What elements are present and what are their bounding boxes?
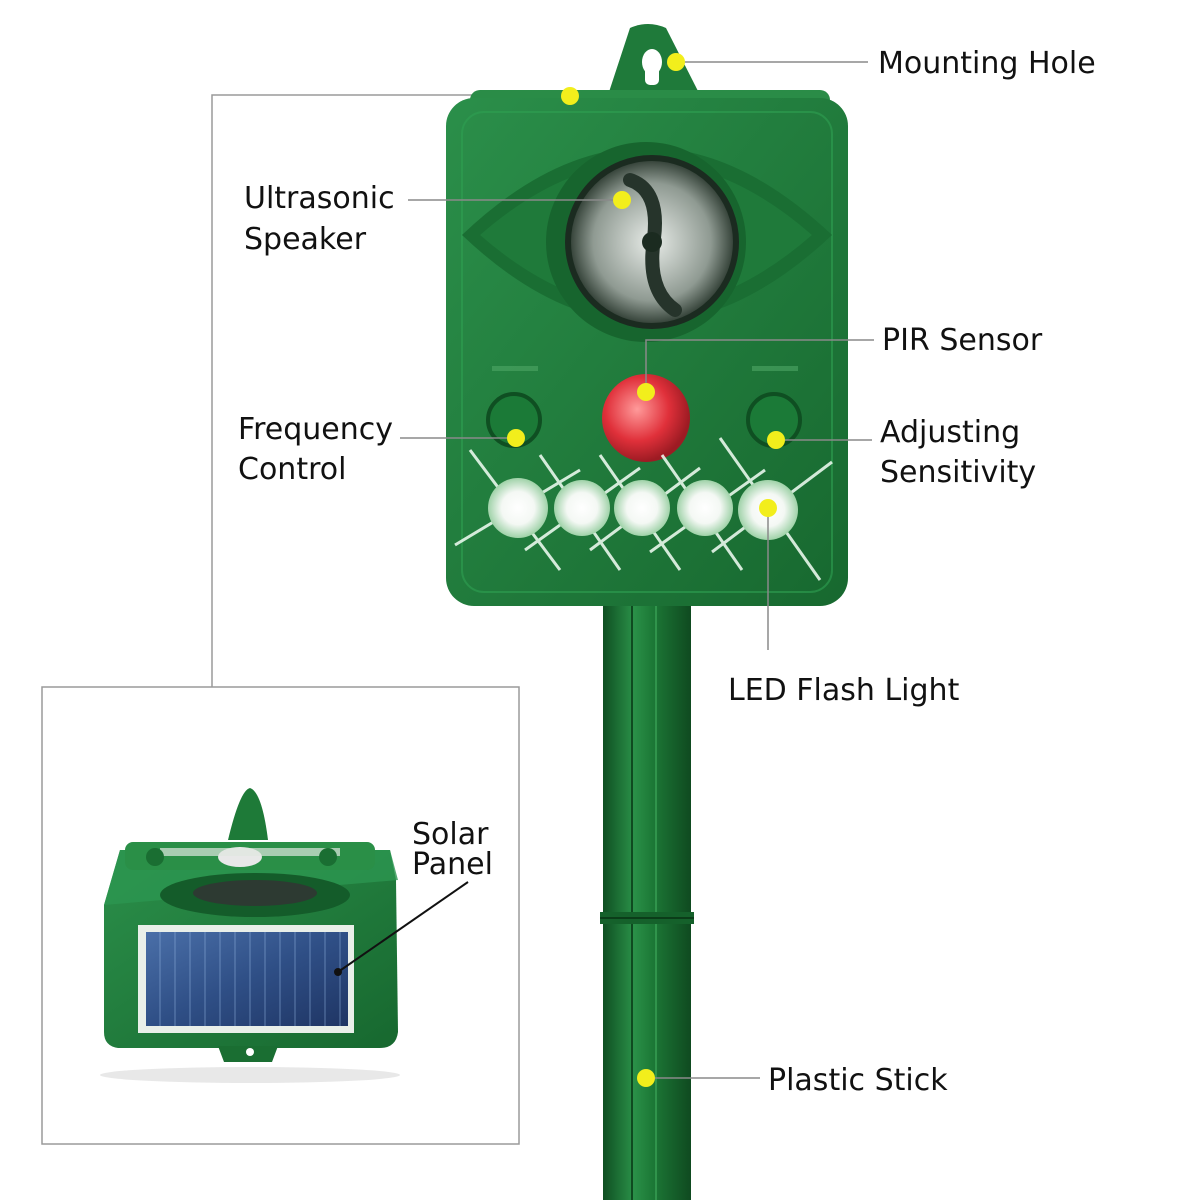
label-frequency-line1: Frequency [238, 412, 393, 447]
led-3 [614, 480, 670, 536]
label-adjusting-line1: Adjusting [880, 415, 1021, 450]
label-solar-line1: Solar [412, 817, 489, 852]
marker-frequency [507, 429, 525, 447]
marker-stick [637, 1069, 655, 1087]
marker-speaker [613, 191, 631, 209]
label-ultrasonic-line2: Speaker [244, 222, 367, 257]
main-device [446, 24, 848, 606]
solar-panel [146, 932, 348, 1026]
label-led-flash-light: LED Flash Light [728, 673, 960, 708]
marker-pir [637, 383, 655, 401]
leader-lines [400, 61, 874, 1079]
inset-view [41, 94, 570, 1145]
marker-mounting-hole [667, 53, 685, 71]
label-pir-sensor: PIR Sensor [882, 323, 1043, 358]
marker-led [759, 499, 777, 517]
label-solar-line2: Panel [412, 847, 493, 882]
inset-mount-tab [228, 788, 268, 840]
label-mounting-hole: Mounting Hole [878, 46, 1096, 81]
inset-connector-line [211, 94, 570, 687]
marker-solar-panel [561, 87, 579, 105]
inset-device [100, 788, 400, 1083]
led-2 [554, 480, 610, 536]
solar-panel-leader [337, 881, 469, 973]
markers [507, 53, 785, 1087]
led-4 [677, 480, 733, 536]
led-flash-lights [488, 478, 798, 540]
label-frequency-line2: Control [238, 452, 347, 487]
label-ultrasonic-line1: Ultrasonic [244, 181, 395, 216]
label-plastic-stick: Plastic Stick [768, 1063, 948, 1098]
pir-leader [645, 339, 874, 392]
led-1 [488, 478, 548, 538]
pir-sensor [602, 374, 690, 462]
plastic-stick [600, 600, 694, 1200]
label-adjusting-line2: Sensitivity [880, 455, 1037, 490]
marker-sensitivity [767, 431, 785, 449]
